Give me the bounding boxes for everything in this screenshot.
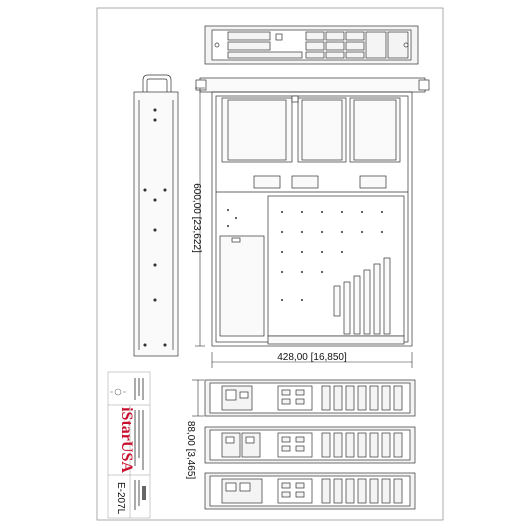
title-block-fine-print bbox=[134, 378, 146, 510]
height-dimension-label: 88,00 [3,465] bbox=[185, 421, 196, 480]
depth-dimension-label: 600,00 [23,622] bbox=[191, 183, 202, 253]
height-dimension bbox=[192, 379, 204, 417]
title-block bbox=[107, 371, 151, 519]
front-view bbox=[204, 25, 419, 65]
width-dimension-label: 428,00 [16,850] bbox=[277, 352, 347, 363]
side-view bbox=[133, 74, 179, 357]
drawing-border bbox=[96, 7, 444, 521]
depth-dimension bbox=[195, 87, 205, 347]
top-view bbox=[195, 77, 430, 347]
model-number: E-207L bbox=[115, 482, 126, 515]
rear-views bbox=[204, 379, 416, 510]
projection-symbol bbox=[110, 388, 126, 396]
width-dimension bbox=[211, 352, 413, 368]
brand-logo: iStarUSA bbox=[118, 407, 135, 473]
